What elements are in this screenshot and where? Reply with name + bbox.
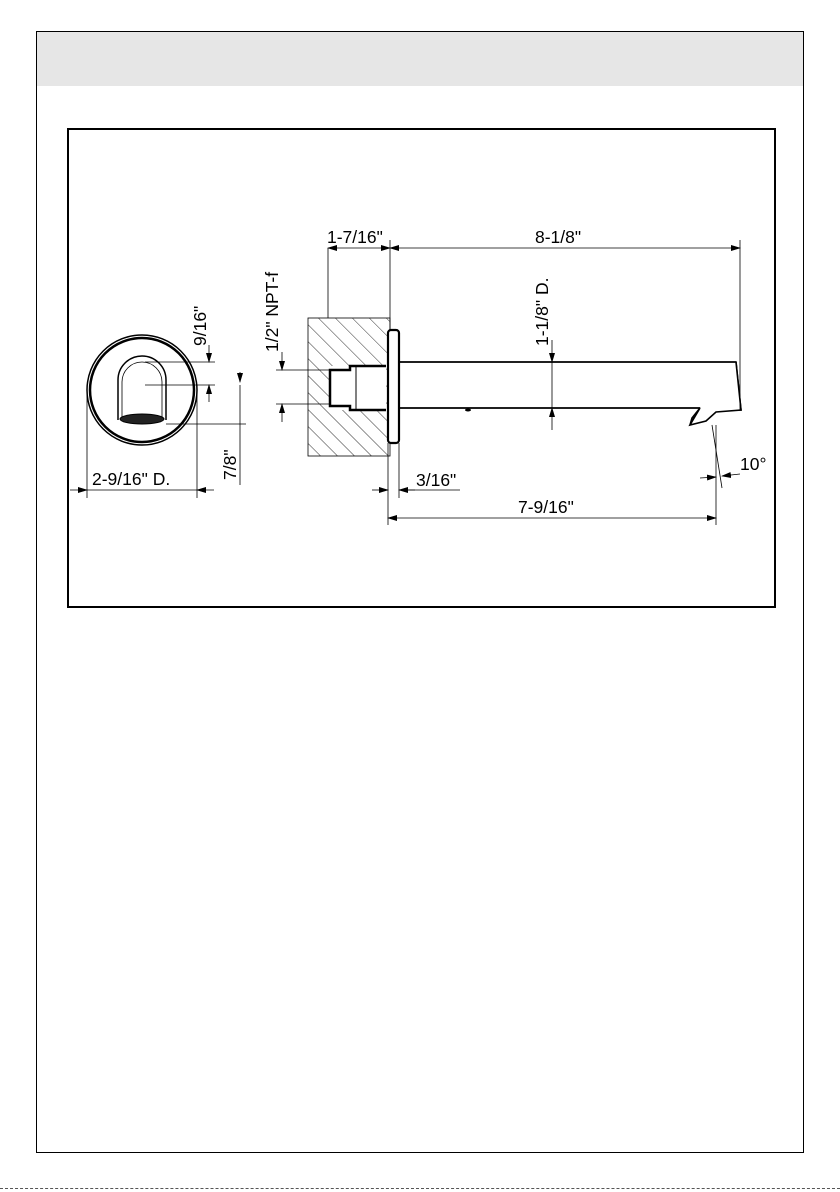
dim-spout-diameter: 1-1/8" D.: [532, 278, 552, 346]
page-bottom-edge: [0, 1188, 840, 1189]
outlet-opening: [120, 414, 164, 424]
flange-plate: [388, 330, 399, 443]
dim-wall-depth: 1-7/16": [327, 227, 383, 247]
dim-projection: 7-9/16": [518, 497, 574, 517]
inlet-cavity: [330, 366, 386, 410]
dim-inlet-thread: 1/2" NPT-f: [262, 272, 282, 352]
side-view: [276, 240, 741, 525]
dim-spout-angle: 10°: [740, 454, 766, 474]
dim-total-length: 8-1/8": [535, 227, 581, 247]
dim-outlet-width: 7/8": [220, 449, 240, 480]
flange-outer: [87, 335, 197, 445]
spout-profile: [399, 362, 741, 425]
outlet-profile: [118, 356, 166, 420]
dim-outlet-height: 9/16": [190, 306, 210, 346]
dim-flange-diameter: 2-9/16" D.: [92, 469, 170, 489]
flange-inner: [90, 338, 194, 442]
dim-flange-thickness: 3/16": [416, 470, 456, 490]
